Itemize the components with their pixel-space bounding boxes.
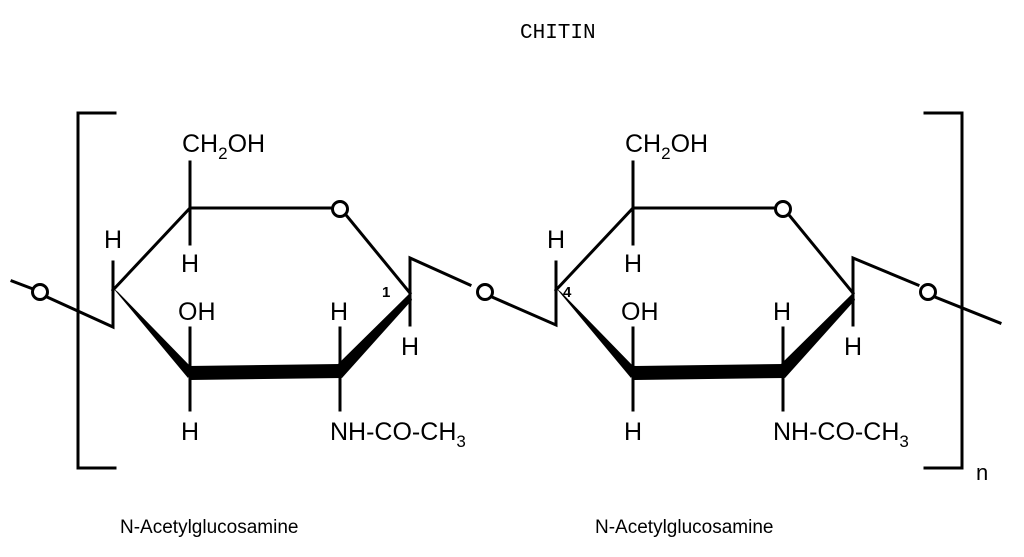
- h-c1-label: H: [401, 333, 419, 361]
- unit-caption: N-Acetylglucosamine: [120, 517, 298, 538]
- carbon-number-label: 1: [382, 284, 390, 301]
- h-c4-label: H: [104, 226, 122, 254]
- carbon-number-label: 4: [563, 284, 572, 301]
- h-c3-label: H: [624, 418, 642, 446]
- right-bracket: [923, 111, 964, 470]
- h-c4-label: H: [547, 226, 565, 254]
- middle-glycosidic-oxygen: [476, 283, 558, 328]
- ch2oh-label: CH2OH: [625, 130, 708, 163]
- ch2oh-label: CH2OH: [182, 130, 265, 163]
- h-c2-label: H: [773, 298, 791, 326]
- right-glycosidic-oxygen: [919, 283, 1002, 325]
- h-c2-label: H: [330, 298, 348, 326]
- n-acetylglucosamine-unit-1: CH2OH H H OH H H NH-CO-CH3 H 1 N-Acetylg…: [104, 130, 472, 538]
- left-glycosidic-oxygen: [10, 279, 115, 330]
- h-c1-label: H: [844, 333, 862, 361]
- ring-oxygen: [774, 200, 792, 218]
- oh-label: OH: [621, 298, 659, 326]
- oh-label: OH: [178, 298, 216, 326]
- h-c3-label: H: [181, 418, 199, 446]
- repeat-n: n: [976, 460, 988, 485]
- nh-co-ch3-label: NH-CO-CH3: [773, 418, 909, 451]
- diagram-title: CHITIN: [520, 22, 596, 45]
- nh-co-ch3-label: NH-CO-CH3: [330, 418, 466, 451]
- unit-caption: N-Acetylglucosamine: [595, 517, 773, 538]
- n-acetylglucosamine-unit-2: CH2OH H H OH H H NH-CO-CH3 H 4 N-Acetylg…: [547, 130, 920, 538]
- h-c5-label: H: [624, 250, 642, 278]
- left-bracket: [76, 111, 117, 470]
- h-c5-label: H: [181, 250, 199, 278]
- ring-oxygen: [331, 200, 349, 218]
